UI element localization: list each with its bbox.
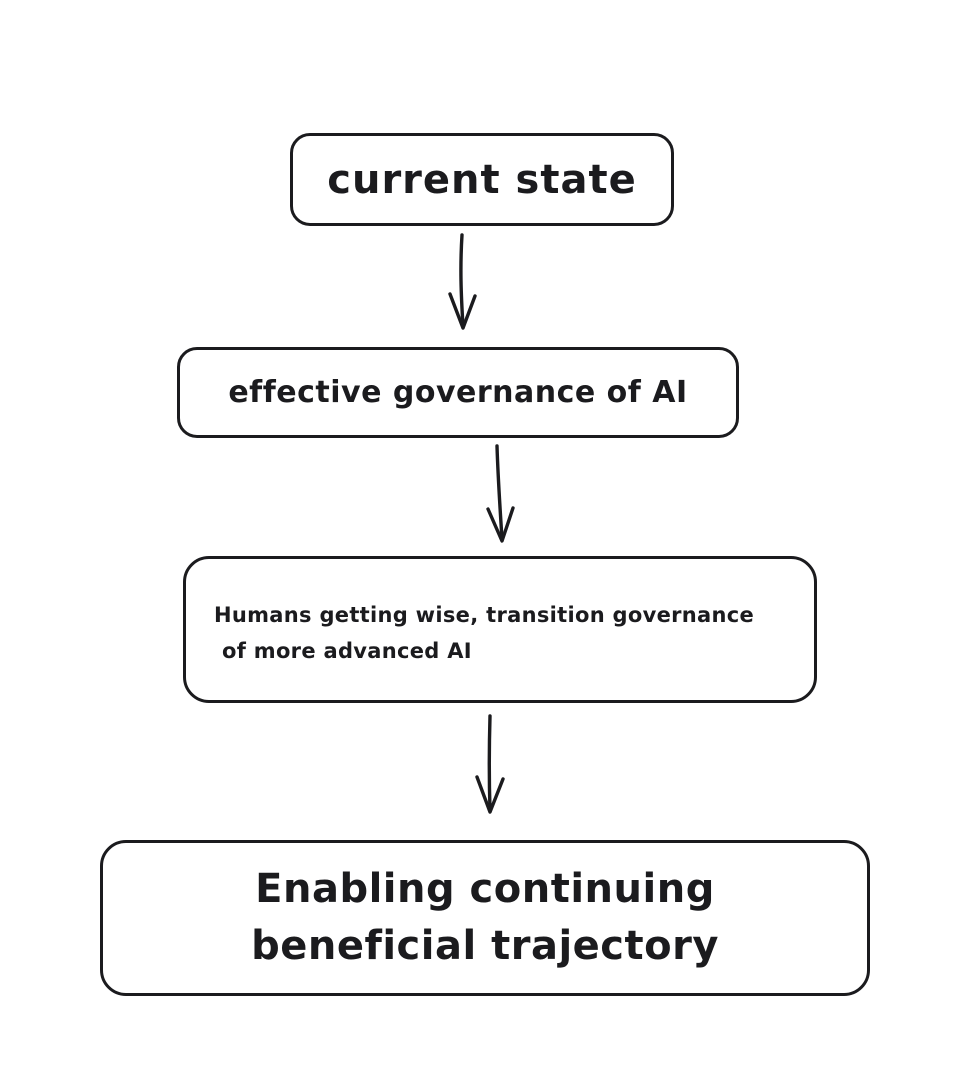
node-label: effective governance of AI: [228, 375, 688, 410]
node-transition-governance: Humans getting wise, transition governan…: [183, 556, 817, 703]
arrow-down-icon: [475, 714, 505, 814]
node-label-line-1: Enabling continuing: [255, 866, 715, 912]
node-label-line-2: of more advanced AI: [222, 639, 472, 663]
node-current-state: current state: [290, 133, 674, 226]
node-effective-governance: effective governance of AI: [177, 347, 739, 438]
node-label-line-2: beneficial trajectory: [251, 923, 719, 969]
node-beneficial-trajectory: Enabling continuing beneficial trajector…: [100, 840, 870, 996]
arrow-down-icon: [448, 233, 477, 330]
node-label: current state: [327, 156, 637, 203]
node-label-line-1: Humans getting wise, transition governan…: [214, 603, 755, 627]
arrow-down-icon: [486, 444, 515, 543]
